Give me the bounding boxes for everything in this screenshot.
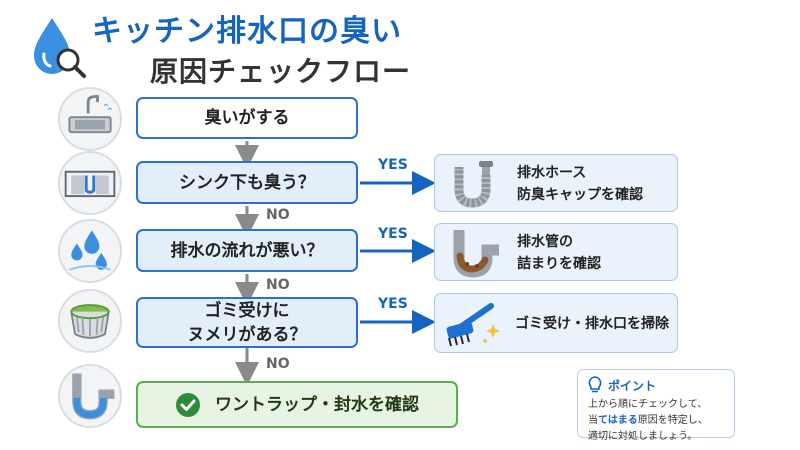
result-2-line2: 詰まりを確認 <box>517 256 601 272</box>
water-drop-magnifier-icon <box>28 14 88 80</box>
page-title: キッチン排水口の臭い <box>92 14 402 49</box>
yes-label-3: YES <box>378 296 408 312</box>
point-line1: 上から順にチェックして、 <box>588 399 708 410</box>
no-label-2: NO <box>266 277 290 293</box>
scrub-brush-icon <box>441 298 507 350</box>
point-body: 上から順にチェックして、 当てはまる原因を特定し、 適切に対処しましょう。 <box>588 397 708 445</box>
flow-start-box: 臭いがする <box>136 97 358 139</box>
final-check-box: ワントラップ・封水を確認 <box>136 381 458 428</box>
result-box-1: 排水ホース 防臭キャップを確認 <box>434 154 678 212</box>
result-3-label: ゴミ受け・排水口を掃除 <box>515 316 669 332</box>
point-line2-pre: 当 <box>588 415 598 426</box>
point-line3: 適切に対処しましょう。 <box>588 431 698 442</box>
no-label-3: NO <box>266 356 290 372</box>
result-box-2: 排水管の 詰まりを確認 <box>434 223 678 281</box>
yes-label-1: YES <box>378 157 408 173</box>
question-box-3: ゴミ受けに ヌメリがある？ <box>136 297 358 348</box>
result-2-line1: 排水管の <box>517 234 573 250</box>
water-drops-icon <box>58 219 122 283</box>
kitchen-sink-icon <box>58 87 122 151</box>
point-title: ポイント <box>608 379 657 393</box>
question-3-line2: ヌメリがある？ <box>187 324 307 345</box>
point-note-box: ポイント 上から順にチェックして、 当てはまる原因を特定し、 適切に対処しましょ… <box>577 369 735 442</box>
no-label-1: NO <box>266 207 290 223</box>
result-box-3: ゴミ受け・排水口を掃除 <box>434 293 678 353</box>
clogged-pipe-icon <box>447 228 501 278</box>
yes-label-2: YES <box>378 226 408 242</box>
final-check-label: ワントラップ・封水を確認 <box>215 394 419 415</box>
u-trap-pipe-icon <box>58 364 122 428</box>
point-line2: 当てはまる原因を特定し、 <box>588 413 708 429</box>
check-circle-icon <box>175 392 201 418</box>
point-line2-post: 原因を特定し、 <box>637 415 708 426</box>
point-line2-highlight: てはまる <box>598 415 638 426</box>
drain-hose-icon <box>445 159 499 209</box>
result-1-line2: 防臭キャップを確認 <box>517 187 643 203</box>
under-sink-cabinet-icon <box>58 151 122 215</box>
drain-basket-icon <box>58 289 122 353</box>
result-1-line1: 排水ホース <box>517 165 587 181</box>
lightbulb-icon <box>587 376 603 394</box>
question-box-1: シンク下も臭う？ <box>136 161 358 204</box>
page-subtitle: 原因チェックフロー <box>150 55 412 88</box>
question-3-line1: ゴミ受けに <box>204 300 290 321</box>
question-box-2: 排水の流れが悪い？ <box>136 229 358 272</box>
